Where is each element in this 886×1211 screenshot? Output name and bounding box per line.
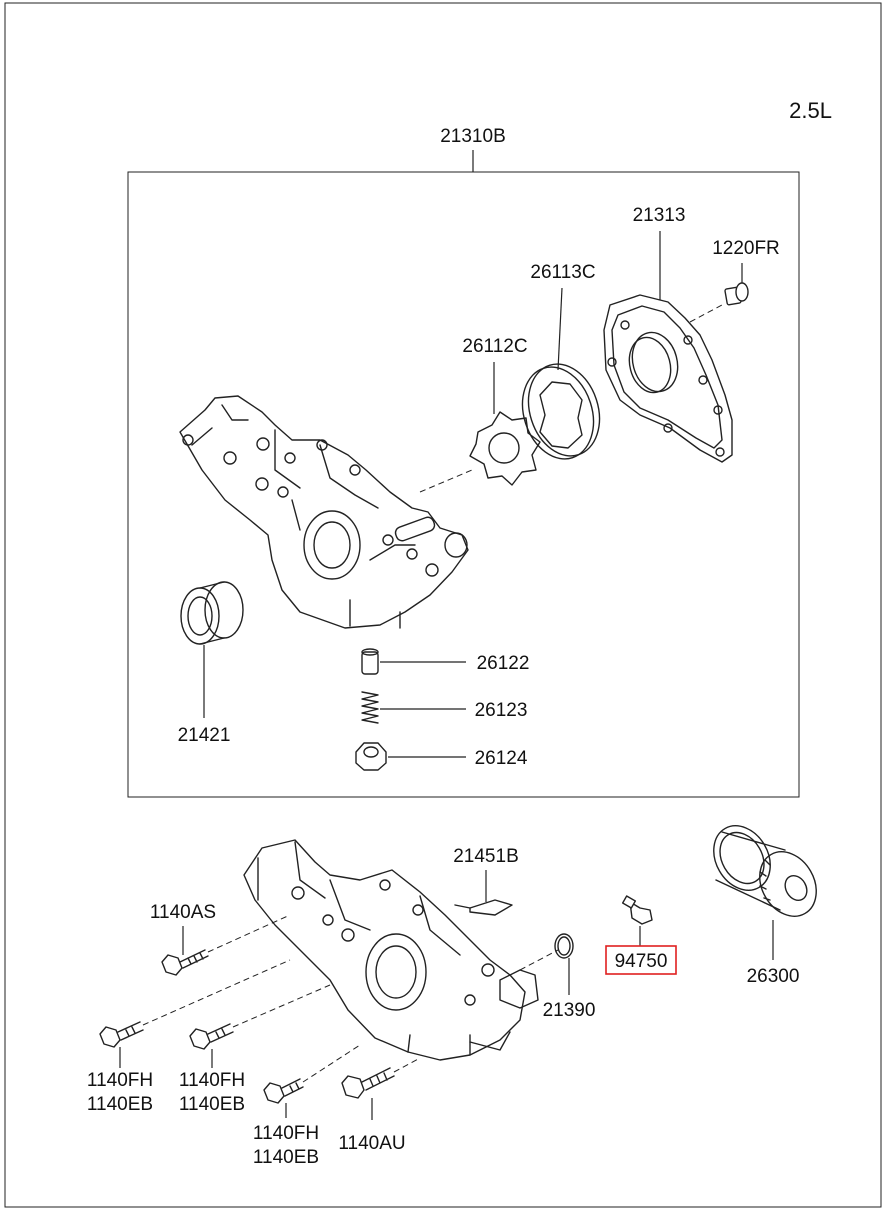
part-label-1140AU[interactable]: 1140AU xyxy=(338,1133,405,1154)
part-label-26300[interactable]: 26300 xyxy=(747,966,800,987)
bolt-1140FH-b[interactable] xyxy=(189,1023,234,1050)
bolt-1140FH-c[interactable] xyxy=(263,1078,304,1104)
part-label-1140FH-a[interactable]: 1140FH xyxy=(87,1070,153,1091)
bolt-axis-a xyxy=(142,959,291,1026)
housing-seal-strip[interactable] xyxy=(454,899,513,916)
assembly-axis-line xyxy=(419,469,473,493)
o-ring-axis-line xyxy=(519,949,559,971)
oil-filter-o-ring[interactable] xyxy=(554,933,574,959)
part-label-21313[interactable]: 21313 xyxy=(633,205,686,226)
part-label-1220FR[interactable]: 1220FR xyxy=(712,238,780,259)
part-label-26112C[interactable]: 26112C xyxy=(462,336,527,357)
part-label-26124[interactable]: 26124 xyxy=(475,748,528,769)
assembly-box xyxy=(127,171,800,798)
cover-screw[interactable] xyxy=(724,282,749,306)
pump-cover-plate[interactable] xyxy=(603,294,733,463)
bolt-1140FH-a[interactable] xyxy=(99,1021,144,1048)
bolt-axis-c xyxy=(302,1044,361,1083)
part-label-26123[interactable]: 26123 xyxy=(475,700,528,721)
part-label-1140FH-c[interactable]: 1140FH xyxy=(253,1123,319,1144)
part-label-21390[interactable]: 21390 xyxy=(543,1000,596,1021)
front-oil-seal[interactable] xyxy=(180,581,244,645)
outer-rotor[interactable] xyxy=(511,355,611,468)
screw-axis-line xyxy=(689,304,723,323)
relief-spring[interactable] xyxy=(361,691,379,724)
part-label-1140AS[interactable]: 1140AS xyxy=(150,902,216,923)
highlight-box-94750 xyxy=(605,945,677,975)
oil-filter[interactable] xyxy=(702,816,827,927)
leader-26113C xyxy=(557,287,563,371)
part-label-1140EB-b[interactable]: 1140EB xyxy=(179,1094,245,1115)
inner-rotor[interactable] xyxy=(469,411,541,486)
oil-pressure-switch[interactable] xyxy=(621,895,653,925)
part-label-1140EB-c[interactable]: 1140EB xyxy=(253,1147,319,1168)
part-label-1140FH-b[interactable]: 1140FH xyxy=(179,1070,245,1091)
relief-plug[interactable] xyxy=(355,742,387,771)
bolt-1140AU[interactable] xyxy=(341,1067,395,1099)
installed-pump-housing[interactable] xyxy=(243,839,539,1061)
bolt-axis-1140AS xyxy=(207,914,291,953)
part-label-26122[interactable]: 26122 xyxy=(477,653,530,674)
part-label-21421[interactable]: 21421 xyxy=(178,725,231,746)
bolt-axis-1140AU xyxy=(393,1057,421,1073)
oil-pump-housing[interactable] xyxy=(179,395,469,629)
part-label-1140EB-a[interactable]: 1140EB xyxy=(87,1094,153,1115)
bolt-axis-b xyxy=(232,984,331,1028)
part-label-21451B[interactable]: 21451B xyxy=(453,846,519,867)
relief-plunger[interactable] xyxy=(361,648,379,675)
engine-label: 2.5L xyxy=(789,98,832,123)
part-label-94750[interactable]: 94750 xyxy=(615,951,668,972)
bolt-1140AS[interactable] xyxy=(161,949,209,976)
assembly-number-label[interactable]: 21310B xyxy=(440,126,506,147)
page-border xyxy=(4,2,882,1208)
part-label-26113C[interactable]: 26113C xyxy=(530,262,595,283)
